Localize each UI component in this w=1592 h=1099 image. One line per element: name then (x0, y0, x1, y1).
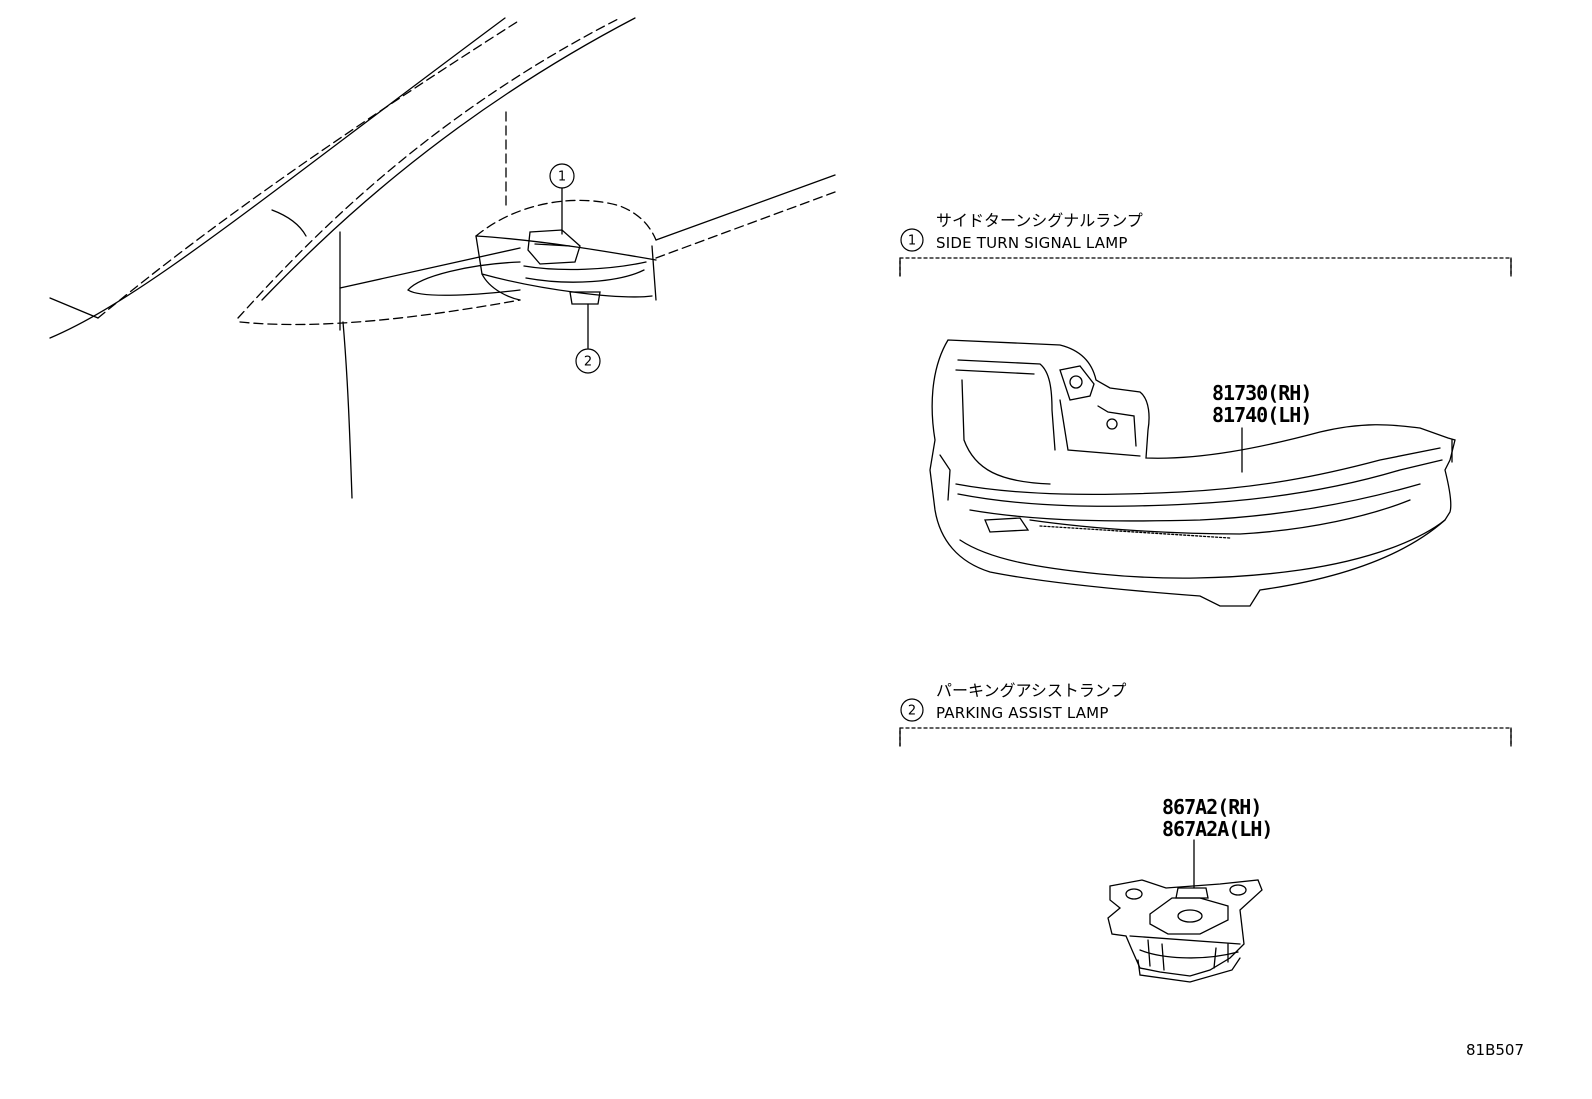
part-number-81740: 81740(LH) (1212, 403, 1312, 427)
part-number-867a2: 867A2(RH) (1162, 795, 1262, 819)
section-2-title-jp: パーキングアシストランプ (936, 681, 1127, 700)
section-1-bracket (899, 257, 1512, 277)
callout-2-label: 2 (584, 355, 592, 370)
vehicle-overview (49, 17, 836, 499)
side-turn-signal-lamp-drawing (929, 339, 1456, 607)
section-2-number: 2 (908, 704, 916, 719)
section-2-title-en: PARKING ASSIST LAMP (936, 704, 1109, 722)
section-1-title-en: SIDE TURN SIGNAL LAMP (936, 234, 1128, 252)
part-number-867a2a: 867A2A(LH) (1162, 817, 1273, 841)
parking-assist-lamp-drawing (1107, 839, 1263, 983)
callout-1-label: 1 (558, 170, 566, 185)
section-1-title-jp: サイドターンシグナルランプ (936, 211, 1143, 230)
section-2-bracket (899, 727, 1512, 747)
part-number-81730: 81730(RH) (1212, 381, 1312, 405)
section-1-number: 1 (908, 234, 916, 249)
callouts (549, 163, 924, 722)
callout-1-header (900, 228, 924, 252)
callout-2-header (900, 698, 924, 722)
diagram-code: 81B507 (1466, 1041, 1525, 1059)
callout-1-overview (549, 163, 575, 189)
callout-2-overview (575, 348, 601, 374)
